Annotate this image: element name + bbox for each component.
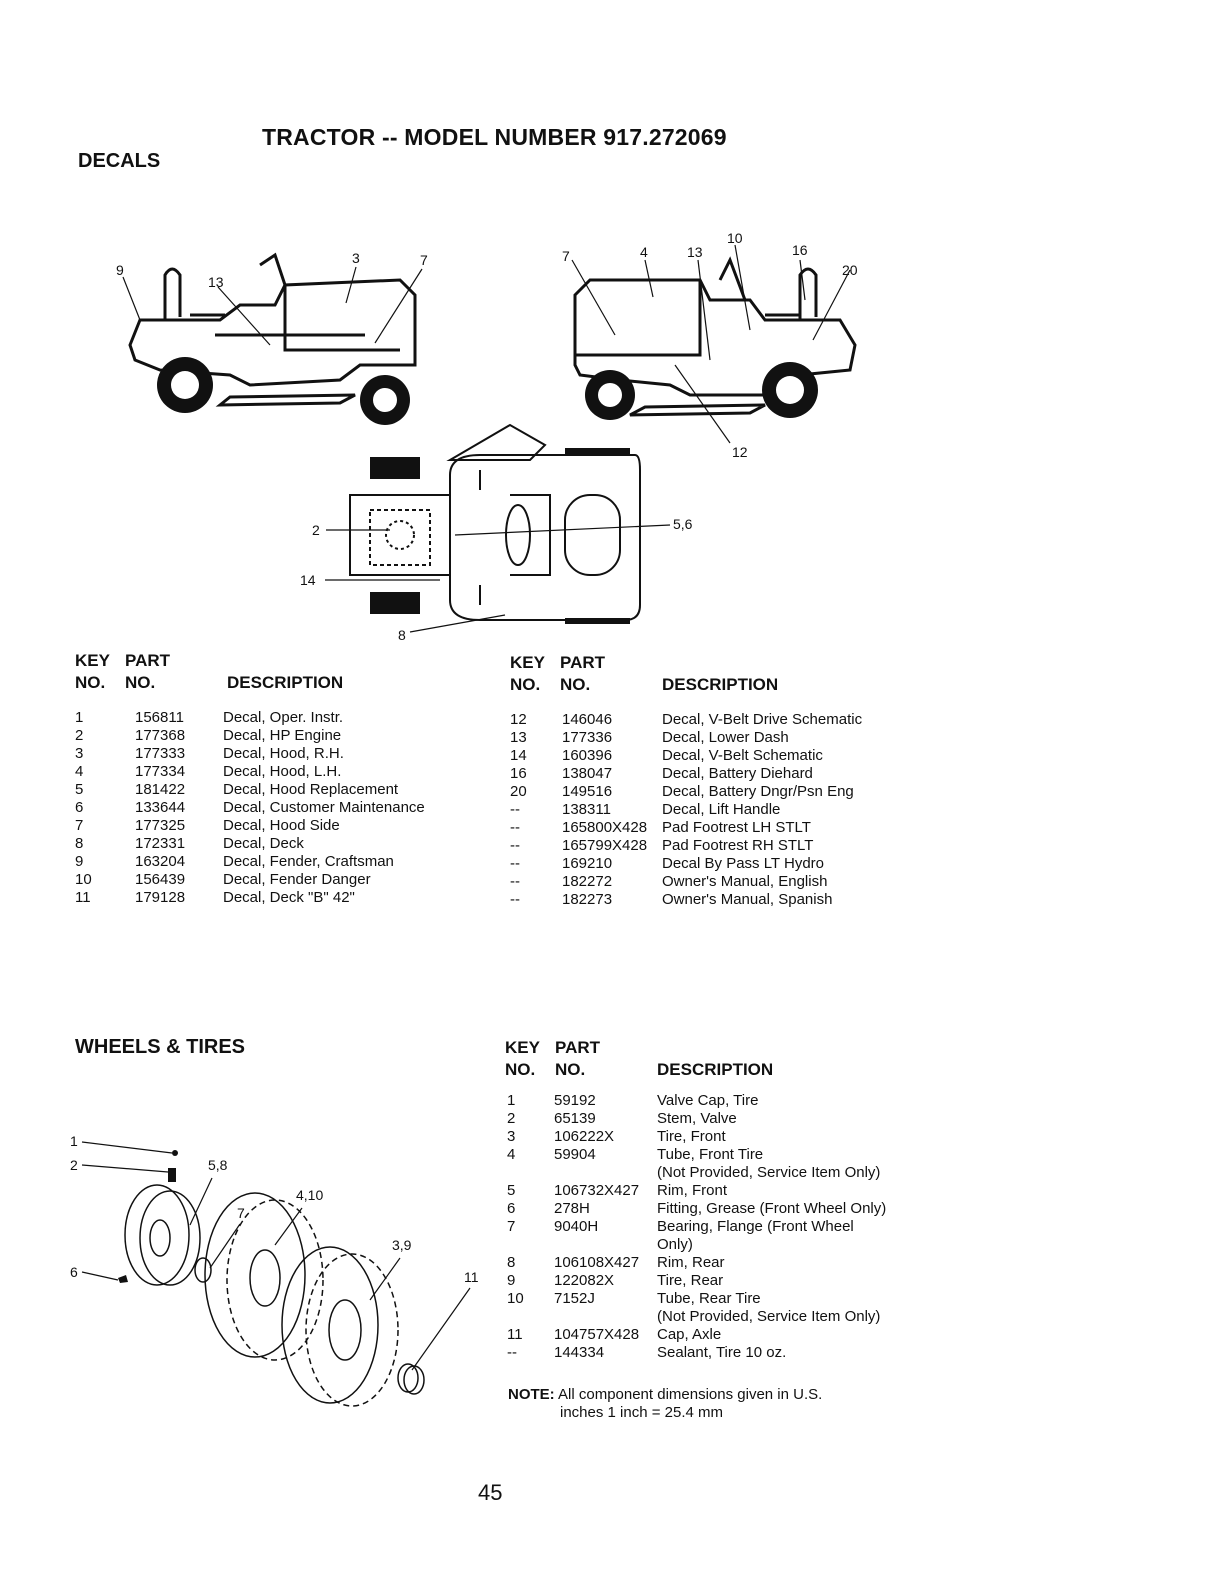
wheels-section-title: WHEELS & TIRES — [75, 1036, 246, 1058]
dimensions-note: NOTE: All component dimensions given in … — [508, 1386, 822, 1422]
key-header: KEY — [75, 651, 110, 670]
callout-10: 10 — [727, 230, 743, 246]
callout-3-9: 3,9 — [392, 1237, 412, 1253]
key-header-no: NO. — [505, 1060, 536, 1079]
callout-7: 7 — [562, 248, 570, 264]
key-header: KEY — [505, 1038, 540, 1057]
description-header: DESCRIPTION — [657, 1060, 774, 1079]
callout-8: 8 — [398, 627, 406, 643]
callout-5-6: 5,6 — [673, 516, 693, 532]
tractor-left-side-view: 9 13 3 7 — [100, 225, 440, 425]
description-header: DESCRIPTION — [662, 675, 779, 694]
key-header-no: NO. — [75, 673, 106, 692]
page-title: TRACTOR -- MODEL NUMBER 917.272069 — [262, 124, 727, 150]
key-header: KEY — [510, 653, 545, 672]
callout-14: 14 — [300, 572, 316, 588]
note-line-1: All component dimensions given in U.S. — [558, 1386, 823, 1403]
description-header: DESCRIPTION — [227, 673, 344, 692]
part-header-no: NO. — [125, 673, 156, 692]
callout-13: 13 — [687, 244, 703, 260]
callout-5-8: 5,8 — [208, 1157, 228, 1173]
note-line-2: inches 1 inch = 25.4 mm — [560, 1404, 724, 1421]
callout-1: 1 — [70, 1133, 78, 1149]
callout-12: 12 — [732, 444, 748, 460]
callout-4-10: 4,10 — [296, 1187, 323, 1203]
callout-13: 13 — [208, 274, 224, 290]
part-header-no: NO. — [560, 675, 591, 694]
callout-7: 7 — [237, 1205, 245, 1221]
part-header-no: NO. — [555, 1060, 586, 1079]
callout-2: 2 — [312, 522, 320, 538]
callout-4: 4 — [640, 244, 648, 260]
part-header: PART — [560, 653, 606, 672]
tractor-top-view: 2 14 8 5,6 — [290, 400, 720, 645]
part-header: PART — [125, 651, 171, 670]
wheels-exploded-diagram: 1 2 5,8 4,10 7 3,9 6 11 — [60, 1120, 480, 1410]
decals-section-title: DECALS — [78, 150, 161, 172]
callout-7: 7 — [420, 252, 428, 268]
callout-11: 11 — [464, 1269, 479, 1285]
callout-2: 2 — [70, 1157, 78, 1173]
key-header-no: NO. — [510, 675, 541, 694]
tractor-right-side-view: 7 4 13 10 16 20 11 12 — [550, 225, 890, 465]
callout-6: 6 — [70, 1264, 78, 1280]
part-header: PART — [555, 1038, 601, 1057]
callout-3: 3 — [352, 250, 360, 266]
note-label: NOTE: — [508, 1386, 555, 1403]
page-number: 45 — [478, 1480, 503, 1505]
callout-9: 9 — [116, 262, 124, 278]
callout-16: 16 — [792, 242, 808, 258]
callout-20: 20 — [842, 262, 858, 278]
